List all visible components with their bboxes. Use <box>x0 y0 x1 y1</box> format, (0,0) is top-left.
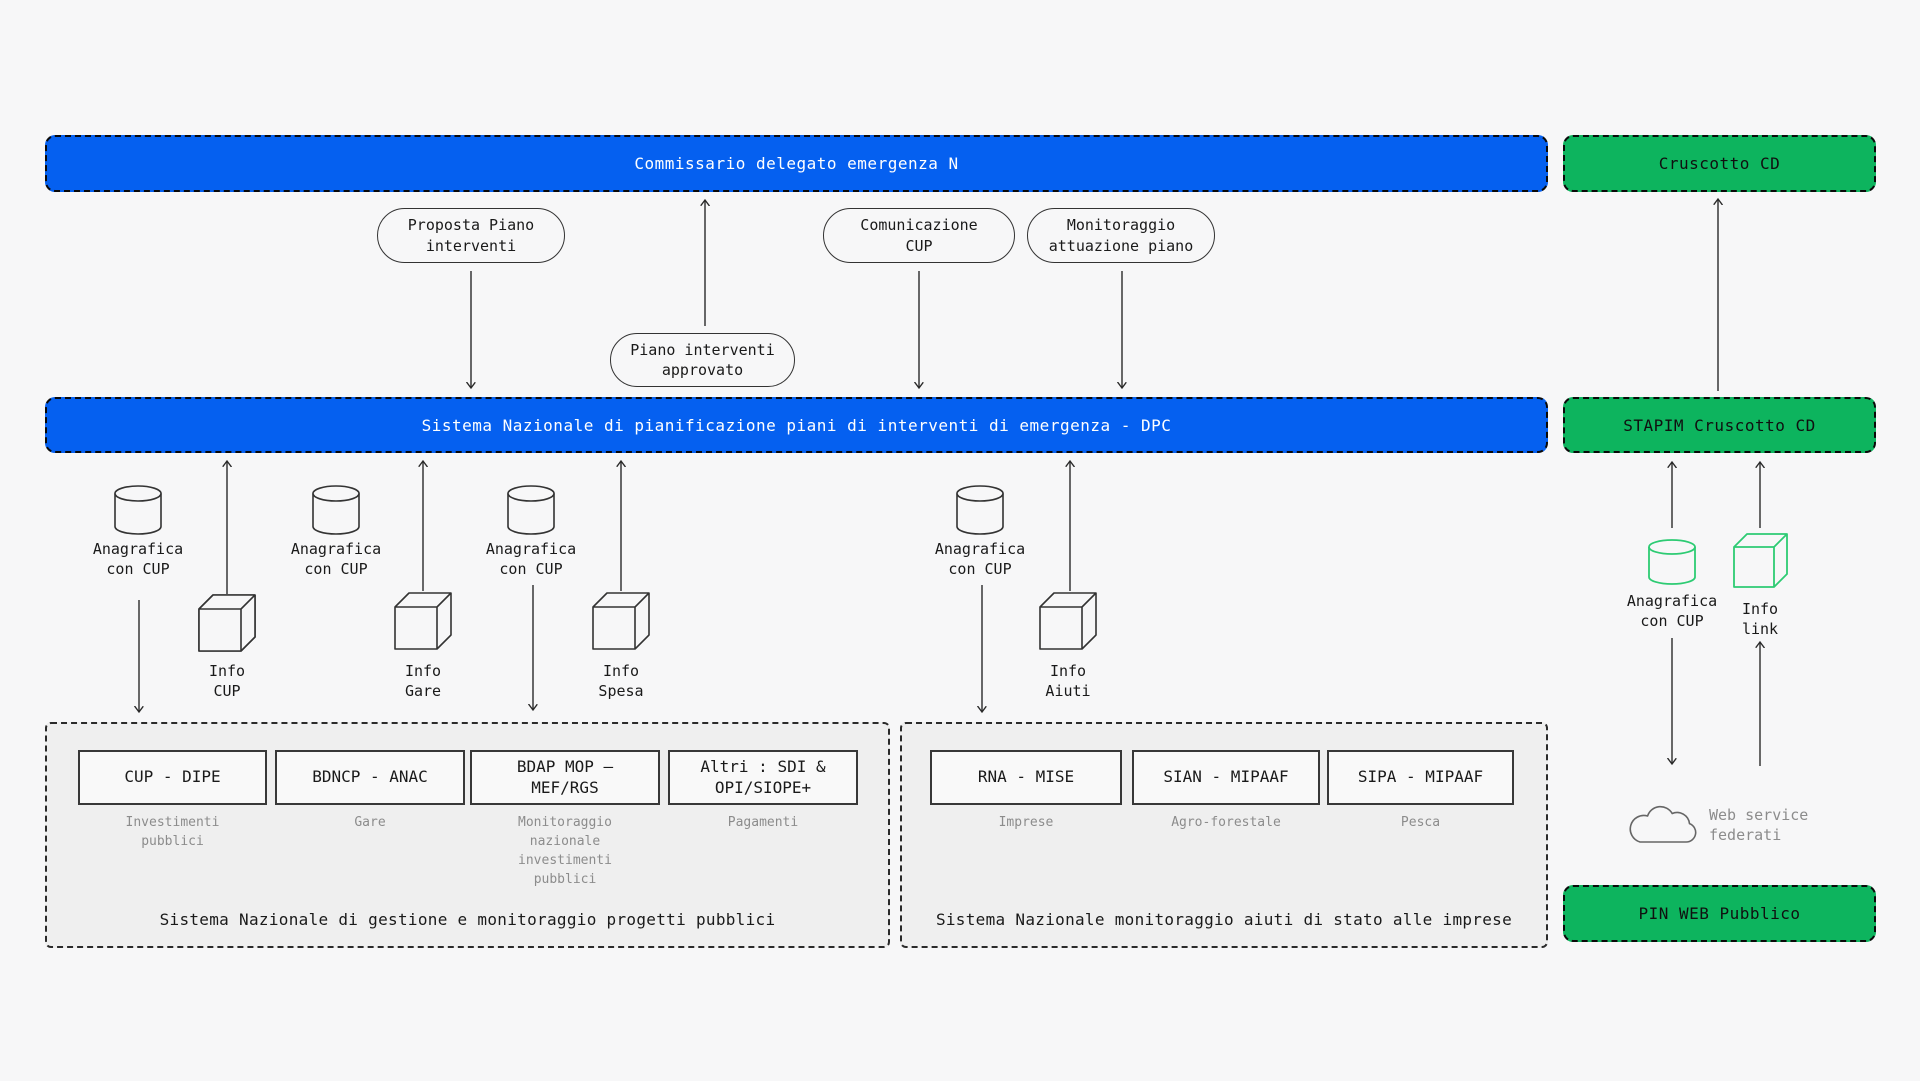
web-service-federati-label: Web service federati <box>1709 806 1809 845</box>
cell-sian-mipaaf: SIAN - MIPAAF <box>1132 750 1320 805</box>
database-icon <box>507 485 555 535</box>
label-info-spesa: Info Spesa <box>598 662 644 700</box>
database-icon <box>312 485 360 535</box>
container-title-progetti: Sistema Nazionale di gestione e monitora… <box>159 910 776 929</box>
cell-bdncp-anac: BDNCP - ANAC <box>275 750 465 805</box>
caption-gare: Gare <box>354 815 386 830</box>
cell-bdap-mop: BDAP MOP – MEF/RGS <box>470 750 660 805</box>
label-anagrafica-con-cup-4: Anagrafica con CUP <box>934 540 1026 578</box>
dpc-system-bar: Sistema Nazionale di pianificazione pian… <box>45 397 1548 453</box>
caption-agro-forestale: Agro-forestale <box>1171 815 1281 830</box>
pin-web-pubblico-box: PIN WEB Pubblico <box>1563 885 1876 942</box>
cell-sipa-mipaaf: SIPA - MIPAAF <box>1327 750 1514 805</box>
caption-pesca: Pesca <box>1400 815 1441 830</box>
label-info-link: Info link <box>1741 600 1779 638</box>
cruscotto-cd-box: Cruscotto CD <box>1563 135 1876 192</box>
cloud-icon <box>1629 805 1697 843</box>
commissario-bar: Commissario delegato emergenza N <box>45 135 1548 192</box>
stadium-proposta-piano: Proposta Piano interventi <box>377 208 565 263</box>
cube-icon <box>198 594 256 652</box>
caption-investimenti-pubblici: Investimenti pubblici <box>125 815 220 849</box>
stadium-monitoraggio-attuazione: Monitoraggio attuazione piano <box>1027 208 1215 263</box>
cube-icon <box>592 592 650 650</box>
cell-cup-dipe: CUP - DIPE <box>78 750 267 805</box>
cube-icon <box>394 592 452 650</box>
green-shape-icons <box>1648 533 1788 588</box>
cell-rna-mise: RNA - MISE <box>930 750 1122 805</box>
arrows-mid <box>139 461 1070 712</box>
stadium-piano-approvato: Piano interventi approvato <box>610 333 795 387</box>
cube-icon <box>1039 592 1097 650</box>
stapim-cruscotto-box: STAPIM Cruscotto CD <box>1563 397 1876 453</box>
caption-pagamenti: Pagamenti <box>727 815 799 830</box>
caption-monitoraggio-nazionale: Monitoraggio nazionale investimenti pubb… <box>518 815 612 887</box>
label-anagrafica-con-cup-3: Anagrafica con CUP <box>485 540 577 578</box>
database-icons <box>114 485 1004 535</box>
cell-altri-sdi: Altri : SDI & OPI/SIOPE+ <box>668 750 858 805</box>
cube-icons <box>198 592 1097 652</box>
caption-imprese: Imprese <box>998 815 1054 830</box>
label-info-aiuti: Info Aiuti <box>1045 662 1091 700</box>
cube-icon <box>1733 533 1788 588</box>
database-icon <box>956 485 1004 535</box>
label-anagrafica-con-cup-1: Anagrafica con CUP <box>92 540 184 578</box>
arrows-right <box>1672 462 1760 766</box>
database-icon <box>114 485 162 535</box>
database-icon <box>1648 539 1696 585</box>
stadium-comunicazione-cup: Comunicazione CUP <box>823 208 1015 263</box>
label-info-cup: Info CUP <box>208 662 246 700</box>
label-info-gare: Info Gare <box>404 662 442 700</box>
arrows-top <box>471 199 1718 391</box>
label-anagrafica-con-cup-2: Anagrafica con CUP <box>290 540 382 578</box>
container-title-aiuti: Sistema Nazionale monitoraggio aiuti di … <box>935 910 1513 929</box>
label-anagrafica-con-cup-right: Anagrafica con CUP <box>1626 592 1718 630</box>
